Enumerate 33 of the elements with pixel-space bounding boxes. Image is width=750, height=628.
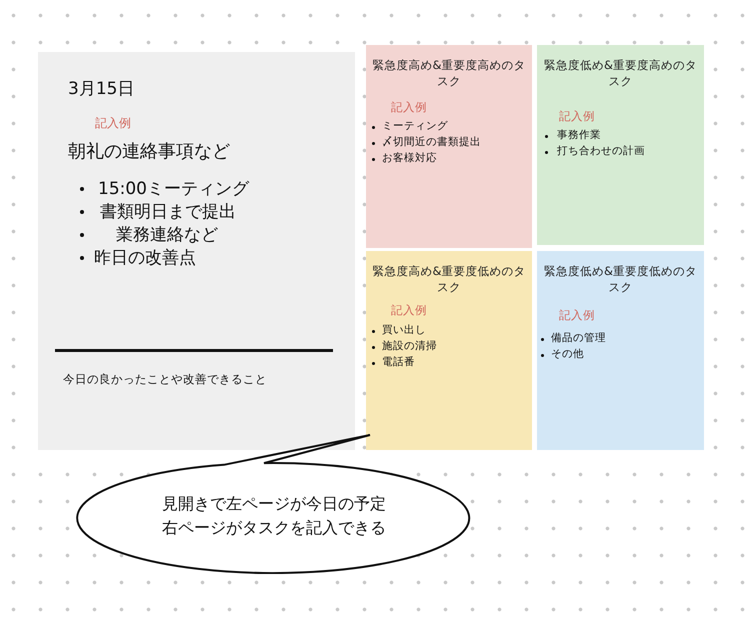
list-item: 買い出し <box>382 323 426 337</box>
task-quadrant <box>366 45 532 248</box>
list-item: 打ち合わせの計画 <box>557 144 645 158</box>
list-item: 15:00ミーティング <box>98 178 249 200</box>
list-item: 事務作業 <box>557 128 601 142</box>
list-item: 施設の清掃 <box>382 339 437 353</box>
example-label: 記入例 <box>391 100 427 115</box>
quadrant-title: 緊急度高め&重要度高めのタスク <box>372 57 526 89</box>
list-item: 業務連絡など <box>116 224 218 246</box>
quadrant-title: 緊急度低め&重要度低めのタスク <box>543 263 698 295</box>
daily-page-panel <box>38 52 355 450</box>
task-quadrant <box>366 251 532 450</box>
list-item: 昨日の改善点 <box>94 247 196 269</box>
list-item: 〆切間近の書類提出 <box>382 135 481 149</box>
date-text: 3月15日 <box>68 78 134 100</box>
list-item: ミーティング <box>382 119 448 133</box>
task-quadrant <box>537 45 704 245</box>
heading-text: 朝礼の連絡事項など <box>68 140 230 163</box>
task-quadrant <box>537 251 704 450</box>
list-item: 書類明日まで提出 <box>100 201 236 223</box>
example-label: 記入例 <box>559 109 595 124</box>
quadrant-title: 緊急度高め&重要度低めのタスク <box>372 263 526 295</box>
list-item: 備品の管理 <box>551 331 606 345</box>
note-text: 今日の良かったことや改善できること <box>63 372 267 387</box>
list-item: お客様対応 <box>382 151 437 165</box>
example-label: 記入例 <box>391 303 427 318</box>
list-item: その他 <box>551 347 584 361</box>
list-item: 電話番 <box>382 355 415 369</box>
quadrant-title: 緊急度低め&重要度高めのタスク <box>543 57 698 89</box>
example-label: 記入例 <box>95 115 131 132</box>
example-label: 記入例 <box>559 308 595 323</box>
bubble-text: 見開きで左ページが今日の予定 <box>161 494 387 515</box>
bubble-text: 右ページがタスクを記入できる <box>161 518 387 539</box>
